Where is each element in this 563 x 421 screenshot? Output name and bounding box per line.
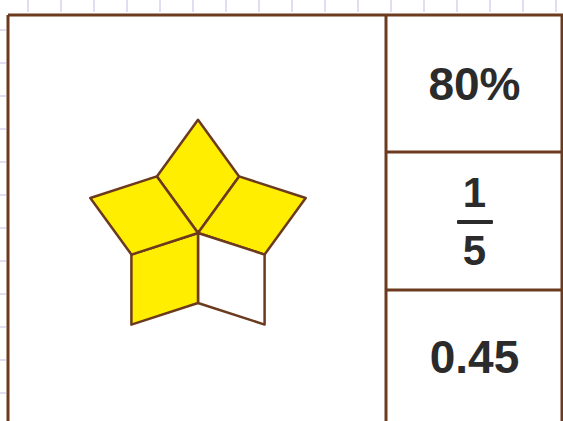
- fraction-bar: [457, 220, 493, 224]
- star-rhombus: [198, 233, 265, 325]
- card-frame: [8, 15, 563, 421]
- background-grid: [0, 0, 556, 393]
- answer-cell: 0.45: [388, 292, 561, 421]
- star-rhombus: [90, 176, 198, 254]
- answer-value: 0.45: [430, 334, 520, 380]
- answer-value: 80%: [428, 61, 520, 107]
- answer-cell: 15: [388, 154, 561, 289]
- fraction-digit: 5: [463, 230, 486, 272]
- star-picture: [90, 120, 305, 325]
- fraction-digit: 1: [463, 172, 486, 214]
- answer-cell: 80%: [388, 17, 561, 151]
